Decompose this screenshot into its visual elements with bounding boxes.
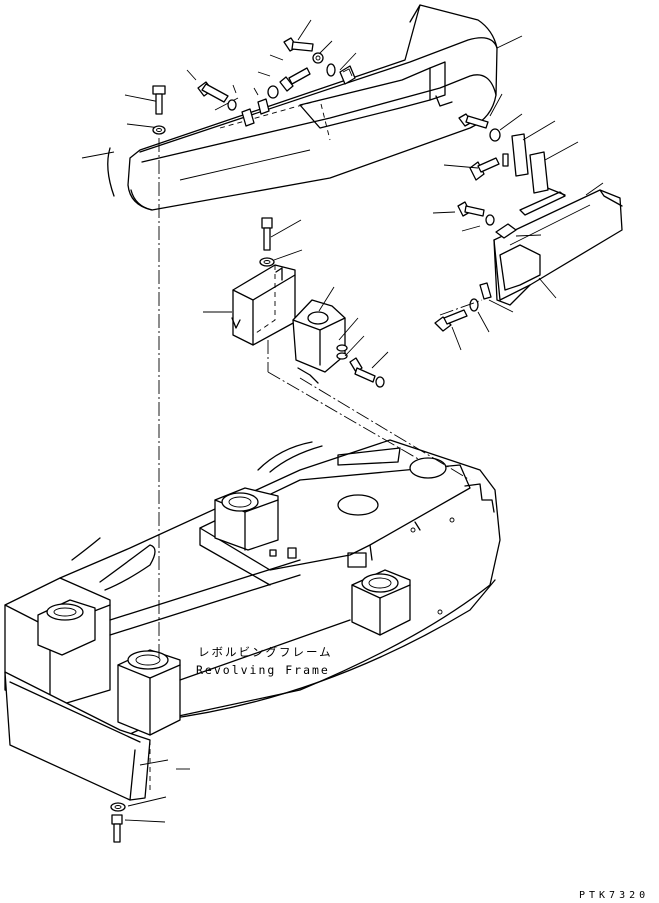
frame-label-japanese: レボルビングフレーム	[198, 645, 333, 659]
revolving-frame	[5, 440, 500, 735]
lower-front-cover	[5, 672, 190, 842]
frame-label-english: Revolving Frame	[196, 663, 330, 677]
upper-rear-cover	[108, 5, 497, 210]
right-fasteners	[435, 114, 548, 331]
drawing-code: PTK7320	[579, 890, 649, 901]
upper-fasteners	[153, 38, 355, 134]
assembly-center-lines	[159, 138, 482, 660]
right-side-cover	[494, 185, 622, 305]
right-leaders	[433, 94, 603, 350]
middle-bracket-group	[203, 218, 388, 387]
